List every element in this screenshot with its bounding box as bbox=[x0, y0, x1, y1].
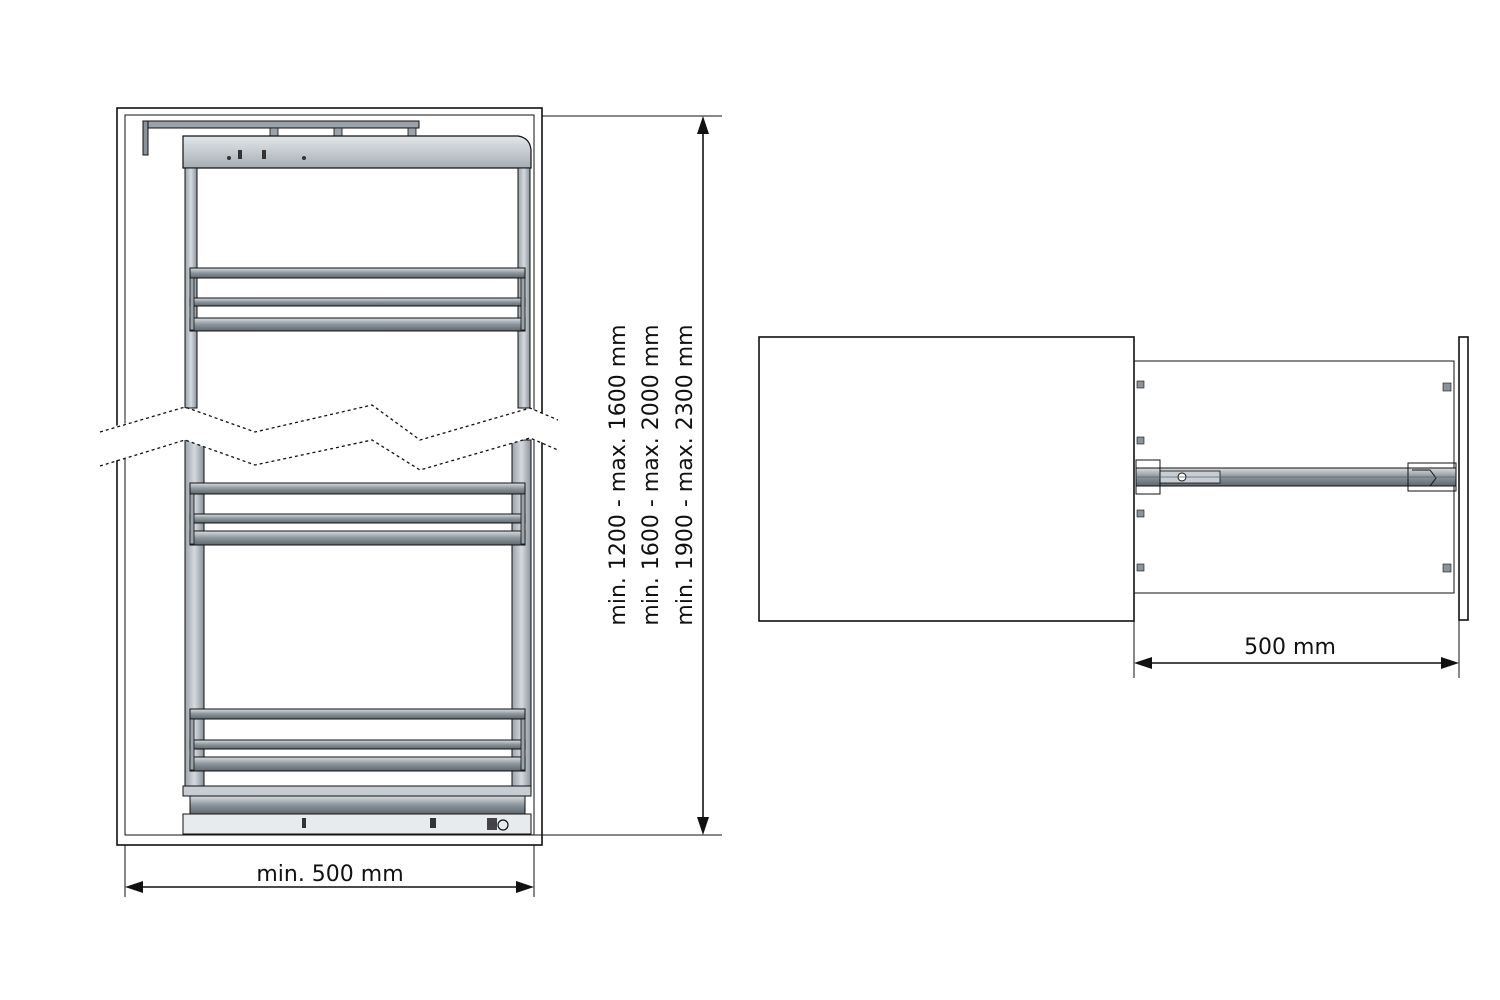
basket-shelf-bottom bbox=[189, 708, 526, 772]
height-label-3: min. 1900 - max. 2300 mm bbox=[673, 324, 698, 625]
top-bracket bbox=[142, 120, 420, 156]
height-dimension bbox=[534, 115, 722, 836]
break-line-top bbox=[99, 404, 559, 441]
cabinet-inner-outline bbox=[124, 114, 535, 836]
cabinet-outline bbox=[116, 107, 543, 846]
front-view: min. 1200 - max. 1600 mm min. 1600 - max… bbox=[99, 107, 722, 897]
side-runner-rail bbox=[1135, 459, 1457, 495]
height-label-1: min. 1200 - max. 1600 mm bbox=[606, 324, 631, 625]
break-mask bbox=[100, 405, 558, 470]
width-dimension bbox=[124, 845, 535, 897]
break-line-bottom bbox=[99, 437, 559, 471]
back-panel bbox=[1458, 336, 1469, 621]
bottom-runner bbox=[182, 785, 532, 835]
width-label: min. 500 mm bbox=[256, 862, 403, 887]
top-frame-plate bbox=[182, 135, 532, 169]
height-label-2: min. 1600 - max. 2000 mm bbox=[639, 324, 664, 625]
depth-dimension bbox=[1133, 620, 1460, 678]
side-view: 500 mm bbox=[758, 336, 1469, 678]
basket-shelf-middle bbox=[189, 482, 526, 546]
depth-label: 500 mm bbox=[1244, 635, 1336, 660]
front-panel bbox=[758, 336, 1135, 622]
basket-shelf-top bbox=[189, 267, 526, 332]
